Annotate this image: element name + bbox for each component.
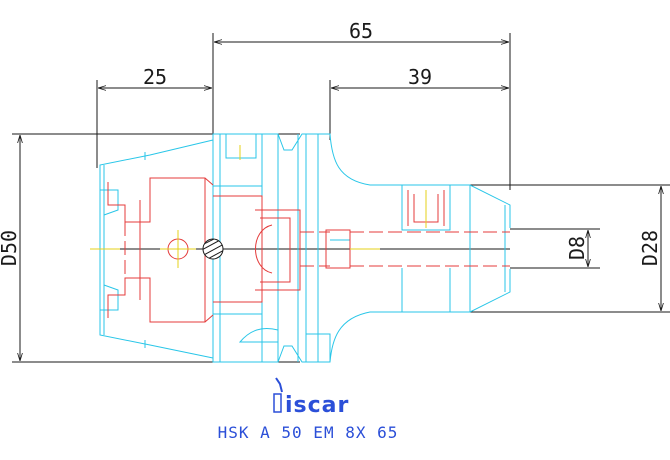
- dimension-lines: [12, 33, 670, 363]
- dim-shank-length: 25: [143, 65, 167, 89]
- dim-overall-length: 65: [349, 19, 373, 43]
- center-mark: [202, 238, 224, 260]
- logo-text: iscar: [285, 393, 349, 418]
- dim-body-length: 39: [408, 65, 432, 89]
- dim-bore-diameter: D8: [565, 236, 589, 260]
- holder-outline: [99, 133, 511, 363]
- center-lines: [90, 145, 427, 268]
- dim-body-diameter: D28: [638, 230, 662, 266]
- dim-flange-diameter: D50: [0, 230, 21, 266]
- part-caption: HSK A 50 EM 8X 65: [218, 423, 399, 442]
- iscar-logo: iscar: [273, 377, 349, 418]
